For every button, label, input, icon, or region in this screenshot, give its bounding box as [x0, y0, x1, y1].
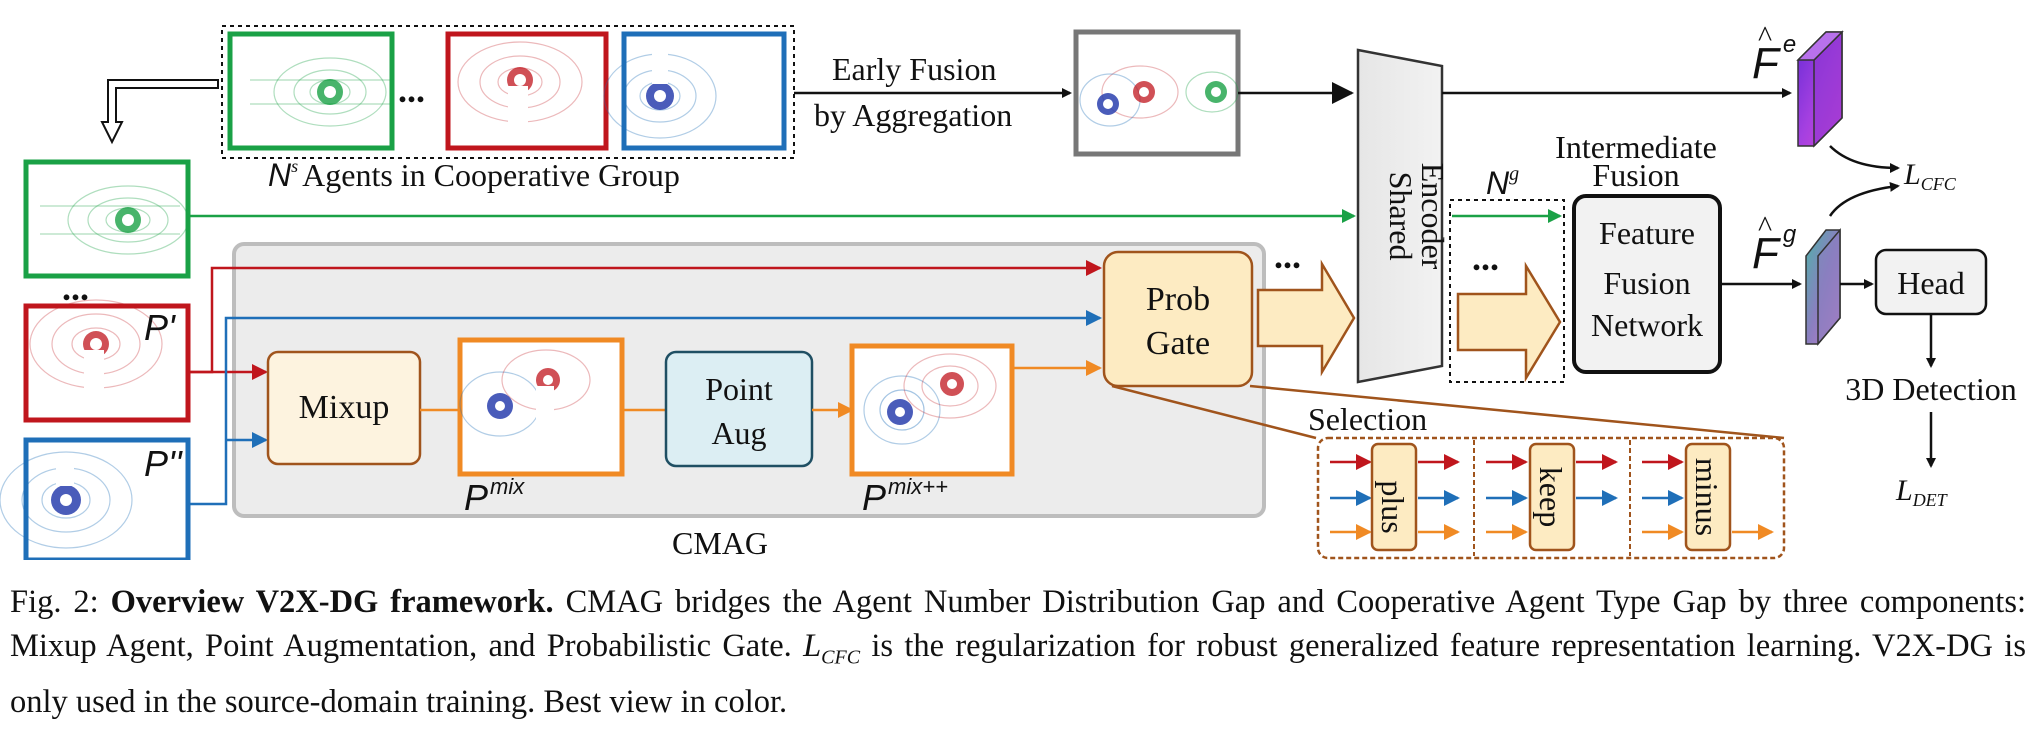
detection-label: 3D Detection	[1845, 371, 2017, 407]
ng-box	[1449, 199, 1565, 383]
figure-caption: Fig. 2: Overview V2X-DG framework. CMAG …	[10, 580, 2026, 724]
fe-hat: ^	[1758, 20, 1772, 53]
gate-to-encoder-block-arrow	[1256, 259, 1356, 377]
ng-ellipsis: ...	[1472, 238, 1499, 278]
prob-gate-label-1: Prob	[1146, 281, 1210, 318]
agents-ellipsis: ...	[62, 268, 89, 308]
shared-encoder-label-2: Encoder	[1415, 163, 1451, 270]
selection-op-plus: plus	[1375, 480, 1411, 533]
selection-op-keep: keep	[1533, 467, 1569, 527]
ffn-label-3: Network	[1591, 307, 1703, 343]
selection-plus	[1330, 442, 1460, 552]
intermediate-fusion-label-2: Fusion	[1592, 157, 1679, 193]
agent-pointcloud-p-double-prime	[0, 437, 191, 560]
caption-math: LCFC	[803, 628, 860, 669]
ego-pointcloud-green	[23, 159, 191, 279]
prob-gate-box	[1102, 250, 1254, 388]
caption-text-1: CMAG bridges the Agent Number Distributi…	[10, 584, 2027, 664]
head-label: Head	[1897, 265, 1965, 301]
caption-math-symbol: L	[803, 628, 822, 664]
ng-block-arrow	[1456, 261, 1562, 383]
selection-label: Selection	[1308, 401, 1427, 437]
p-mix-label: Pmix	[464, 474, 525, 518]
p-mix-pointcloud	[457, 337, 625, 477]
ng-label: Ng	[1486, 163, 1519, 201]
agent-pointcloud-red	[445, 31, 609, 151]
selection-keep	[1486, 442, 1618, 552]
p-mixpp-pointcloud	[849, 343, 1015, 477]
early-fusion-label-1: Early Fusion	[832, 51, 996, 87]
fg-feature-tensor	[1805, 227, 1841, 347]
blue-bypass-arrow	[190, 310, 1102, 506]
mixup-box	[266, 350, 422, 466]
gate-selection-line-2	[1249, 384, 1785, 440]
selection-minus	[1642, 442, 1774, 552]
early-fusion-label-2: by Aggregation	[814, 97, 1012, 133]
mixup-label: Mixup	[299, 389, 390, 426]
caption-math-sub: CFC	[821, 646, 861, 669]
p-double-prime-label: P''	[144, 443, 183, 484]
group-ellipsis: ...	[398, 70, 425, 110]
intermediate-fusion-label-1: Intermediate	[1555, 129, 1717, 165]
selection-op-minus: minus	[1689, 458, 1725, 536]
loss-cfc-label: LCFC	[1903, 158, 1957, 194]
shared-encoder-label-1: Shared	[1383, 172, 1419, 261]
fg-hat: ^	[1758, 210, 1772, 243]
gate-ellipsis: ...	[1274, 236, 1301, 276]
p-mixpp-label: Pmix++	[862, 474, 948, 518]
hollow-down-arrow	[100, 79, 219, 145]
point-aug-label-2: Aug	[711, 415, 766, 451]
agent-pointcloud-blue	[603, 31, 787, 151]
p-prime-label: P'	[144, 307, 176, 348]
caption-text-2: is the regularization for robust general…	[10, 628, 2026, 720]
fg-to-cfc-arrow	[1828, 181, 1900, 217]
prob-gate-label-2: Gate	[1146, 325, 1210, 362]
fe-to-cfc-arrow	[1829, 145, 1900, 173]
gate-selection-line-1	[1111, 384, 1317, 440]
cmag-label: CMAG	[672, 525, 768, 560]
ffn-label-1: Feature	[1599, 215, 1695, 251]
ffn-label-2: Fusion	[1603, 265, 1690, 301]
agent-pointcloud-green	[227, 31, 395, 151]
caption-prefix: Fig. 2:	[10, 584, 111, 620]
point-aug-label-1: Point	[705, 371, 773, 407]
shared-encoder	[1356, 48, 1444, 384]
caption-bold-title: Overview V2X-DG framework.	[110, 584, 554, 620]
aggregated-pointcloud	[1073, 29, 1241, 157]
loss-det-label: LDET	[1895, 474, 1949, 510]
fe-feature-tensor	[1796, 30, 1844, 148]
agent-pointcloud-p-prime	[23, 299, 191, 423]
